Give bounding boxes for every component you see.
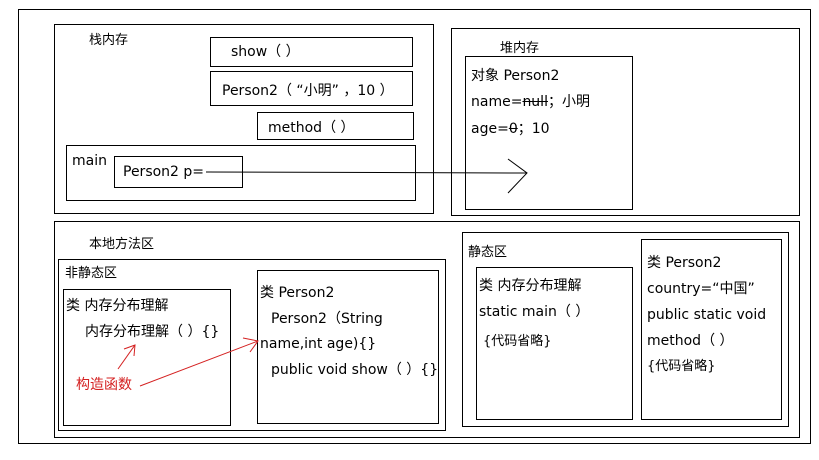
heap-object-title: 对象 Person2 — [471, 68, 560, 84]
stack-frame-main-label: main — [72, 153, 107, 169]
stack-frame-constructor-label: Person2（ “小明” ，10 ） — [222, 83, 394, 99]
stack-frame-method: method（ ） — [257, 112, 414, 140]
reference-variable-p: Person2 p= — [114, 156, 243, 188]
name-new-value: ；小明 — [547, 94, 590, 110]
static-class1-title: 类 内存分布理解 — [479, 278, 582, 294]
static-class2-country: country=“中国” — [647, 281, 755, 297]
static-class2-method-name: method（ ） — [647, 333, 734, 349]
class-memory-understanding-title: 类 内存分布理解 — [66, 298, 169, 314]
method-area-title: 本地方法区 — [89, 237, 155, 252]
age-new-value: ；10 — [517, 121, 550, 137]
heap-object-name-field: name=null；小明 — [471, 93, 590, 111]
non-static-title: 非静态区 — [65, 266, 118, 281]
stack-frame-constructor: Person2（ “小明” ，10 ） — [210, 71, 413, 106]
reference-variable-p-label: Person2 p= — [123, 164, 205, 180]
class-box-memory-understanding-static: 类 内存分布理解 static main（ ） {代码省略} — [476, 267, 633, 420]
heap-object-age-field: age=0；10 — [471, 120, 550, 138]
stack-frame-show-label: show（ ） — [231, 44, 300, 60]
class-person2-show-method: public void show（ ）{} — [271, 362, 439, 378]
heap-memory-title: 堆内存 — [500, 41, 540, 56]
static-class2-method-sig: public static void — [647, 307, 767, 323]
name-prefix: name= — [471, 94, 523, 110]
stack-frame-show: show（ ） — [210, 37, 413, 67]
age-old-value: 0 — [508, 121, 518, 137]
constructor-annotation: 构造函数 — [76, 377, 132, 393]
heap-object-person2: 对象 Person2 name=null；小明 age=0；10 — [465, 56, 633, 210]
class-person2-title: 类 Person2 — [260, 285, 335, 301]
class-memory-understanding-ctor: 内存分布理解（ ）{} — [85, 324, 220, 340]
static-class1-main: static main（ ） — [479, 304, 590, 320]
static-title: 静态区 — [468, 245, 508, 260]
class-box-person2-nonstatic: 类 Person2 Person2（String name,int age){}… — [257, 270, 439, 424]
static-class1-code-omitted: {代码省略} — [483, 334, 552, 349]
class-person2-ctor-line1: Person2（String — [271, 311, 383, 327]
name-old-value: null — [522, 94, 548, 110]
class-person2-ctor-line2: name,int age){} — [260, 336, 377, 352]
class-box-person2-static: 类 Person2 country=“中国” public static voi… — [641, 239, 782, 420]
stack-memory-title: 栈内存 — [89, 33, 129, 48]
stack-frame-method-label: method（ ） — [268, 120, 355, 136]
static-class2-title: 类 Person2 — [647, 255, 722, 271]
age-prefix: age= — [471, 121, 509, 137]
class-box-memory-understanding: 类 内存分布理解 内存分布理解（ ）{} — [63, 289, 231, 426]
static-class2-code-omitted: {代码省略} — [647, 359, 716, 374]
